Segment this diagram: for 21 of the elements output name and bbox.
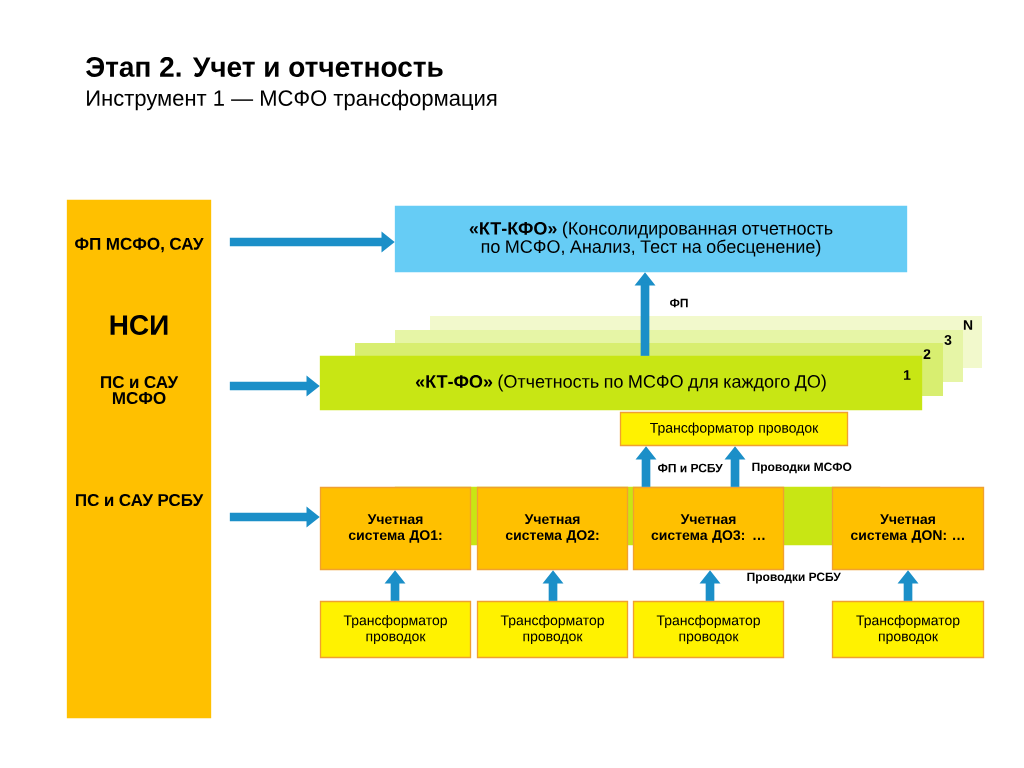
system-box: Учетная система ДО1:	[319, 486, 472, 571]
edge-label: Проводки РСБУ	[747, 572, 841, 584]
subtitle: Инструмент 1 — МСФО трансформация	[87, 89, 497, 111]
process-box: Трансформатор проводок	[831, 600, 985, 659]
report-box: «КТ-ФО» (Отчетность по МСФО для каждого ДО) 1	[319, 355, 923, 411]
side-bar: ФП МСФО, САУ НСИ ПС и САУ МСФО ПС и САУ РСБУ	[66, 199, 212, 719]
edge-label: ФП	[670, 298, 688, 308]
report-box: «КТ-КФО» (Консолидированная отчетность по МСФО, Анализ, Тест на обесценение)	[394, 205, 908, 273]
process-box: Трансформатор проводок	[476, 600, 629, 659]
title: Этап 2. Учет и отчетность	[86, 57, 443, 77]
layer-number: N	[963, 320, 973, 330]
edge-label: ФП и РСБУ	[658, 463, 723, 473]
system-box: Учетная система ДО3: …	[632, 486, 785, 571]
layer-number: 3	[944, 335, 952, 345]
process-box: Трансформатор проводок	[319, 600, 472, 659]
process-box: Трансформатор проводок	[632, 600, 785, 659]
edge-label: Проводки МСФО	[752, 462, 852, 474]
process-box: Трансформатор проводок	[619, 411, 849, 447]
system-box: Учетная система ДОN: …	[831, 486, 985, 571]
system-box: Учетная система ДО2:	[476, 486, 629, 571]
layer-number: 2	[923, 349, 931, 359]
